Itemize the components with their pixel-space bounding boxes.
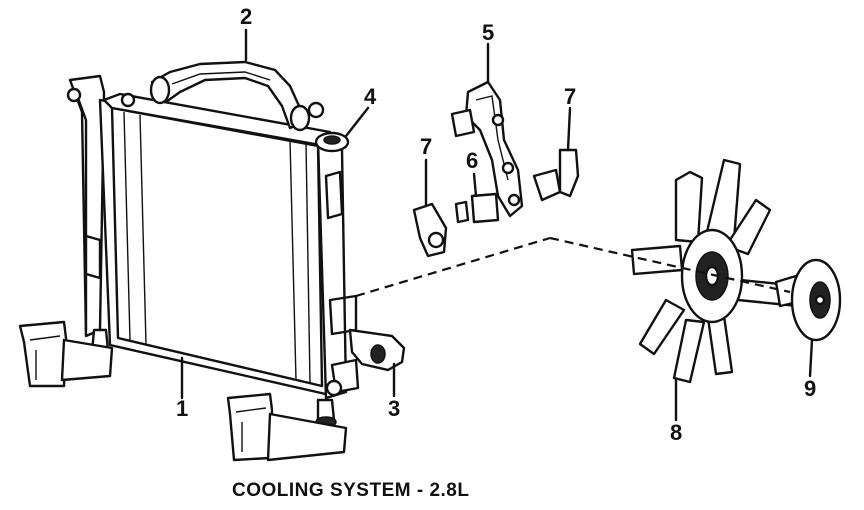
lower-bracket-left: [18, 320, 114, 388]
callout-4: 4: [364, 84, 377, 109]
callout-5: 5: [482, 20, 494, 45]
callout-6: 6: [466, 148, 478, 173]
lower-bracket-right: [226, 392, 348, 462]
leader-lines: [180, 28, 814, 422]
radiator: [66, 74, 360, 428]
fan-clutch: [774, 258, 842, 342]
thermostat-housing-right: [532, 148, 580, 202]
callout-2: 2: [240, 4, 252, 29]
assembly-line-fan-to-pump: [355, 236, 551, 298]
callout-7-right: 7: [564, 84, 576, 109]
thermostat: [454, 192, 500, 224]
water-pump-assembly: [450, 80, 524, 218]
callout-7-left: 7: [420, 134, 432, 159]
diagram-caption: COOLING SYSTEM - 2.8L: [232, 480, 470, 501]
callout-1: 1: [176, 396, 188, 421]
thermostat-housing-left: [412, 202, 448, 258]
callout-3: 3: [388, 396, 400, 421]
lower-radiator-hose: [348, 328, 406, 372]
upper-radiator-hose: [149, 60, 325, 132]
assembly-line-pump-to-fan: [549, 236, 791, 294]
fan-blade: [630, 158, 802, 384]
callout-9: 9: [804, 376, 816, 401]
callout-8: 8: [670, 420, 682, 445]
